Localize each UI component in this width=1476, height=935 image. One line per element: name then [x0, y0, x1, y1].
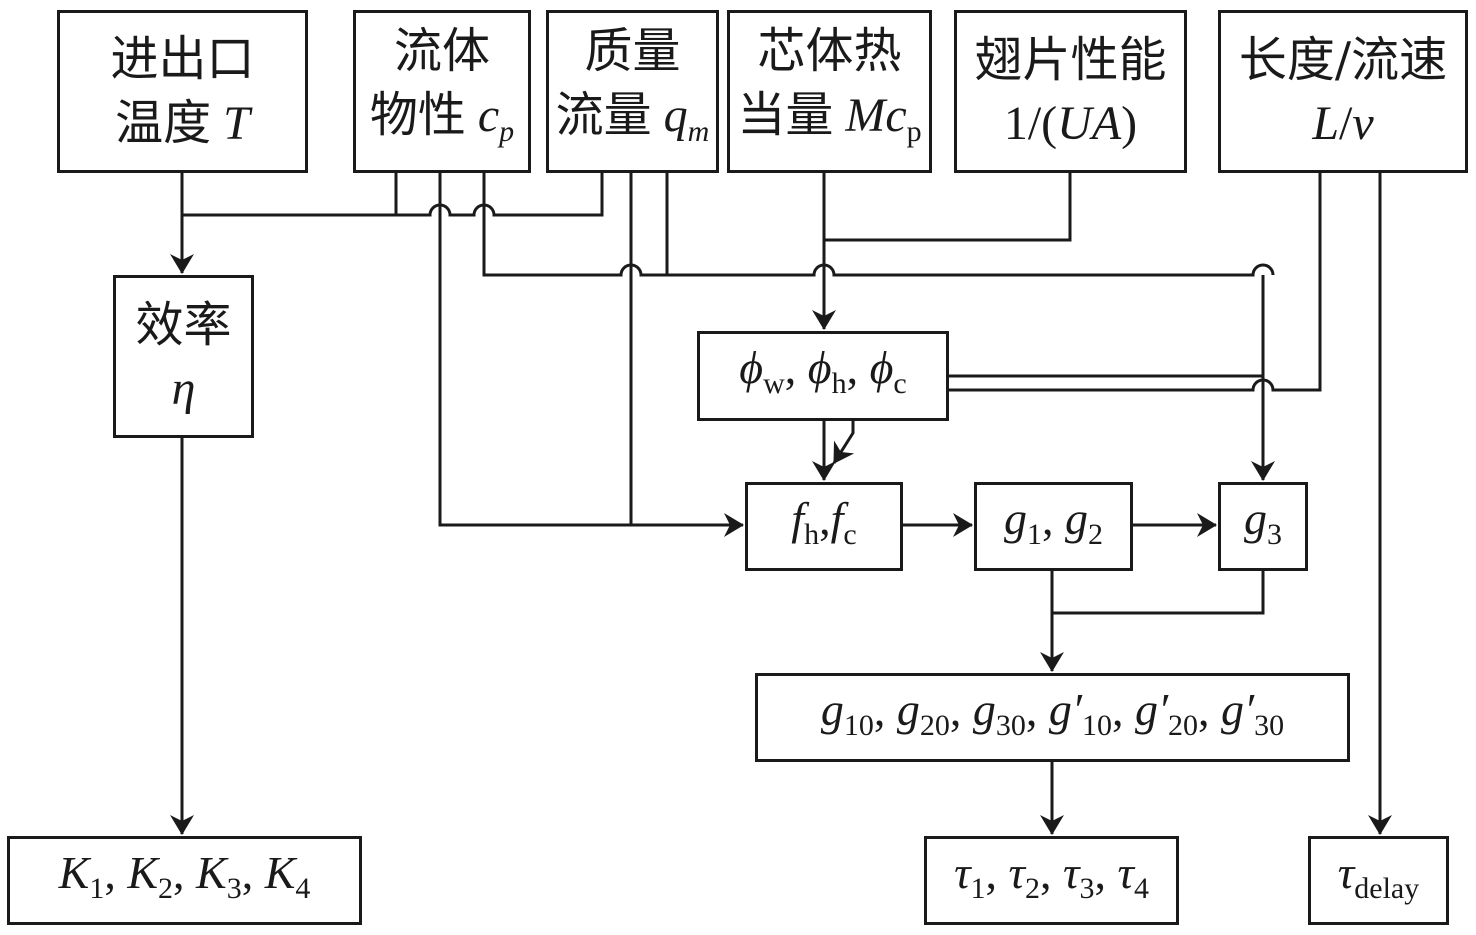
expression: ϕw, ϕh, ϕc — [739, 342, 907, 400]
expression: fh,fc — [791, 492, 857, 551]
box-length-velocity: 长度/流速 L/v — [1218, 10, 1468, 173]
label-with-symbol: 物性 cp — [369, 87, 515, 148]
expression: g1, g2 — [1004, 492, 1103, 551]
label-with-symbol: 温度 T — [115, 95, 250, 151]
box-delay: τdelay — [1308, 836, 1449, 925]
edge-phi-to-f-2 — [832, 420, 855, 464]
edge-cp-to-g3 — [482, 172, 1275, 277]
expression: τdelay — [1337, 846, 1420, 905]
label: 进出口 — [110, 31, 255, 87]
box-f: fh,fc — [745, 482, 903, 571]
box-efficiency: 效率 η — [113, 275, 254, 438]
edge-lv-to-phi — [948, 172, 1322, 392]
box-gains: K1, K2, K3, K4 — [7, 836, 362, 925]
label: 质量 — [584, 23, 681, 79]
label: 效率 — [135, 296, 232, 353]
box-g3: g3 — [1218, 482, 1308, 571]
box-mass-flow: 质量 流量 qm — [546, 10, 719, 173]
expression: 1/(UA) — [1003, 96, 1138, 150]
box-inlet-outlet-temperature: 进出口 温度 T — [57, 10, 308, 173]
box-g0: g10, g20, g30, g′10, g′20, g′30 — [755, 673, 1350, 762]
expression: g3 — [1244, 492, 1282, 551]
box-time-constants: τ1, τ2, τ3, τ4 — [924, 836, 1179, 925]
edge-bus-cp-qm-to-efficiency — [182, 172, 604, 217]
label: 翅片性能 — [974, 31, 1167, 88]
label-with-symbol: 流量 qm — [555, 87, 710, 148]
label-with-symbol: 当量 Mcp — [737, 87, 922, 148]
edge-cp-to-f — [438, 172, 744, 537]
label: 芯体热 — [757, 23, 902, 79]
box-fin-performance: 翅片性能 1/(UA) — [954, 10, 1187, 173]
edge-ua-to-phi — [824, 172, 1072, 242]
label: 流体 — [393, 23, 490, 79]
box-core-heat-capacity: 芯体热 当量 Mcp — [727, 10, 932, 173]
label: 长度/流速 — [1238, 31, 1448, 88]
symbol: η — [171, 361, 196, 415]
expression: τ1, τ2, τ3, τ4 — [954, 846, 1149, 905]
box-phi: ϕw, ϕh, ϕc — [697, 331, 949, 421]
expression: L/v — [1312, 96, 1374, 150]
edge-g3-to-g0 — [1052, 570, 1265, 615]
expression: g10, g20, g30, g′10, g′20, g′30 — [820, 683, 1285, 742]
expression: K1, K2, K3, K4 — [58, 846, 311, 905]
box-fluid-property: 流体 物性 cp — [353, 10, 531, 173]
box-g12: g1, g2 — [974, 482, 1133, 571]
